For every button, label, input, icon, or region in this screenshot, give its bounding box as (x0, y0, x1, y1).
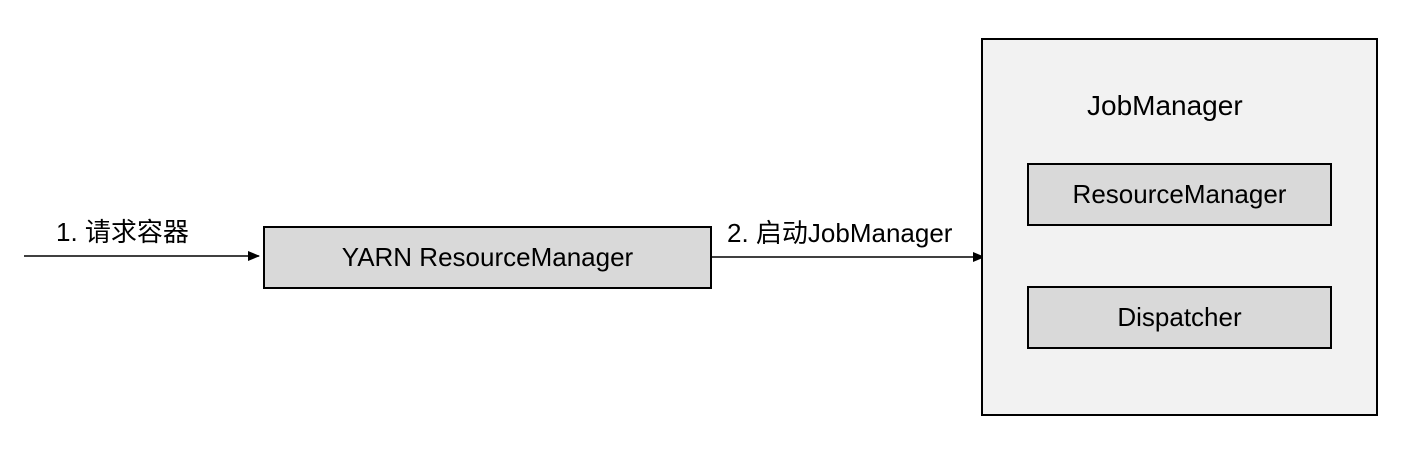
resource-manager-label: ResourceManager (1072, 179, 1287, 209)
dispatcher-label: Dispatcher (1117, 302, 1242, 332)
yarn-resource-manager-box: YARN ResourceManager (263, 226, 712, 289)
jobmanager-container: JobManager (981, 38, 1378, 416)
jobmanager-title: JobManager (1087, 90, 1243, 121)
resource-manager-box: ResourceManager (1027, 163, 1332, 226)
dispatcher-box: Dispatcher (1027, 286, 1332, 349)
yarn-resource-manager-label: YARN ResourceManager (341, 242, 634, 272)
edge-label-start-jobmanager: 2. 启动JobManager (727, 218, 953, 248)
edge-label-request-container: 1. 请求容器 (56, 217, 189, 247)
